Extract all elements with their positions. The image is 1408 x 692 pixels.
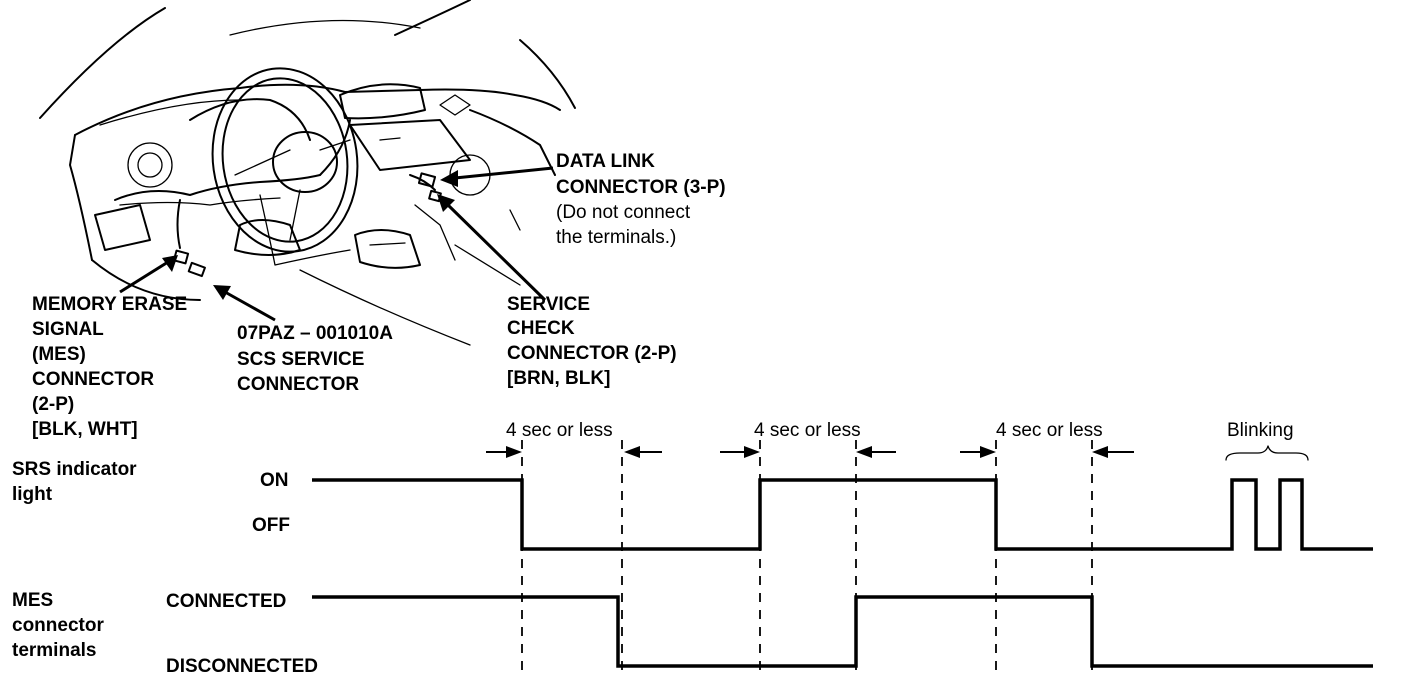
interval-arrows-2: [720, 446, 896, 458]
scs-line3: CONNECTOR: [237, 374, 359, 395]
mes-label-line1: MES: [12, 590, 53, 611]
dashboard-illustration: [39, 0, 576, 346]
mes-line1: MEMORY ERASE: [32, 294, 187, 315]
mes-connector-waveform: [312, 595, 1373, 668]
blinking-brace: [1225, 445, 1309, 461]
interval-label-2: 4 sec or less: [754, 420, 861, 441]
data-link-note1: (Do not connect: [556, 202, 691, 223]
mes-line3: (MES): [32, 344, 86, 365]
srs-indicator-waveform: [312, 478, 1373, 551]
callout-arrows: [119, 166, 554, 322]
svc-line1: SERVICE: [507, 294, 590, 315]
scs-line1: 07PAZ – 001010A: [237, 323, 393, 344]
mes-connected-label: CONNECTED: [166, 591, 286, 612]
scs-connector-label: 07PAZ – 001010A SCS SERVICE CONNECTOR: [237, 323, 393, 395]
srs-label-line2: light: [12, 484, 53, 505]
svc-line2: CHECK: [507, 318, 575, 339]
interval-label-3: 4 sec or less: [996, 420, 1103, 441]
timing-diagram: SRS indicator light ON OFF MES connector…: [12, 420, 1373, 677]
srs-label-line1: SRS indicator: [12, 459, 137, 480]
mes-connector-label: MEMORY ERASE SIGNAL (MES) CONNECTOR (2-P…: [32, 294, 187, 440]
interval-label-1: 4 sec or less: [506, 420, 613, 441]
mes-line4: CONNECTOR: [32, 369, 154, 390]
srs-on-label: ON: [260, 470, 289, 491]
mes-disconnected-label: DISCONNECTED: [166, 656, 318, 677]
svc-line4: [BRN, BLK]: [507, 368, 610, 389]
mes-label-line2: connector: [12, 615, 104, 636]
blinking-label: Blinking: [1227, 420, 1294, 441]
mes-line5: (2-P): [32, 394, 74, 415]
scs-line2: SCS SERVICE: [237, 349, 364, 370]
data-link-line1: DATA LINK: [556, 151, 655, 172]
data-link-connector-label: DATA LINK CONNECTOR (3-P) (Do not connec…: [556, 151, 726, 248]
data-link-line2: CONNECTOR (3-P): [556, 177, 726, 198]
mes-line2: SIGNAL: [32, 319, 104, 340]
interval-arrows-1: [486, 446, 662, 458]
mes-line6: [BLK, WHT]: [32, 419, 138, 440]
data-link-note2: the terminals.): [556, 227, 676, 248]
mes-label-line3: terminals: [12, 640, 96, 661]
srs-off-label: OFF: [252, 515, 290, 536]
interval-arrows-3: [960, 446, 1134, 458]
svc-line3: CONNECTOR (2-P): [507, 343, 677, 364]
service-check-connector-label: SERVICE CHECK CONNECTOR (2-P) [BRN, BLK]: [507, 294, 677, 389]
